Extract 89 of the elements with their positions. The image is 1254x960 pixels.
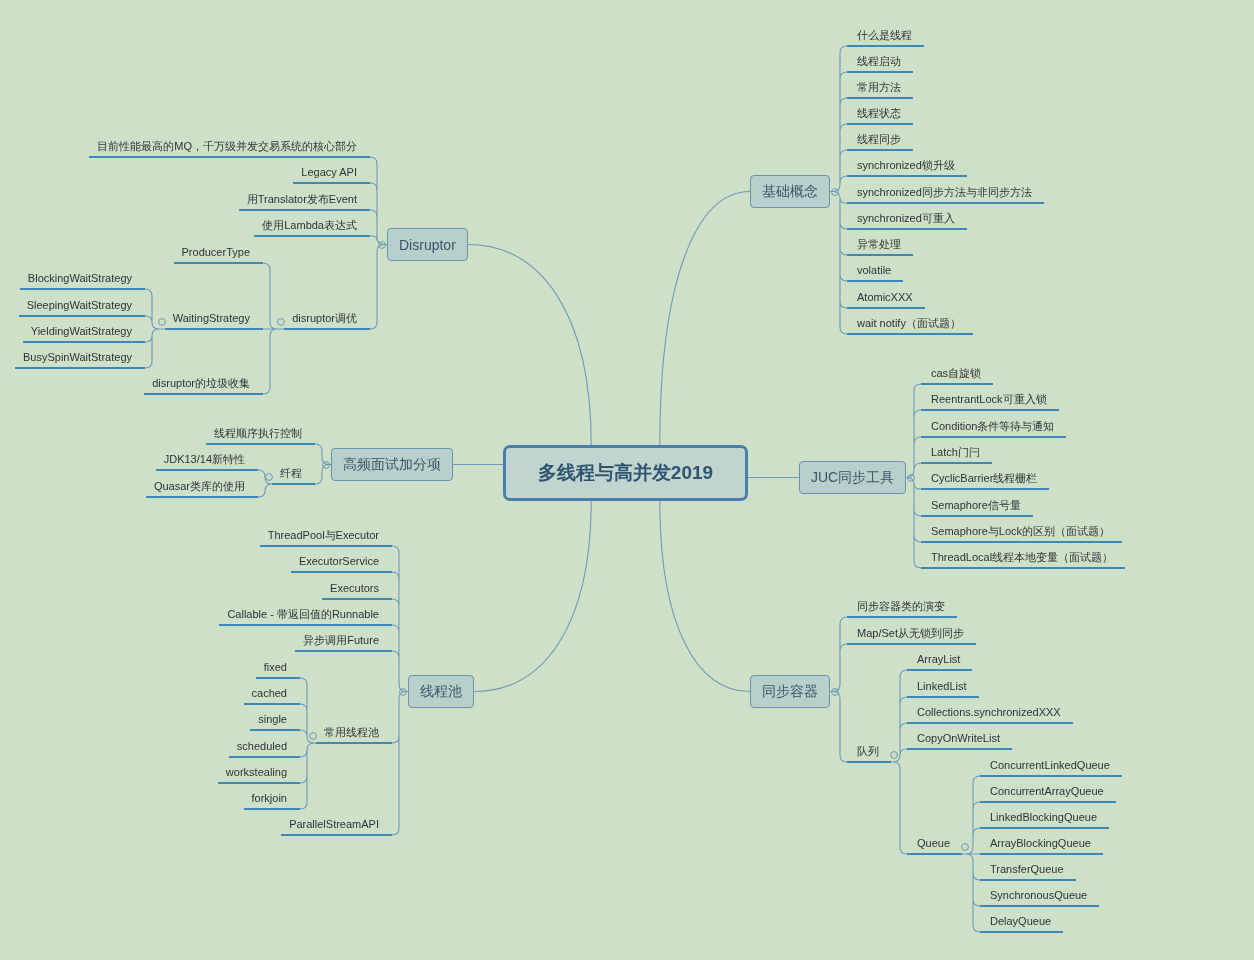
subtopic-text: 目前性能最高的MQ，千万级并发交易系统的核心部分 — [89, 139, 370, 158]
subtopic-text: 线程同步 — [847, 132, 913, 151]
subtopic-text: 异步调用Future — [295, 633, 392, 652]
subtopic-text: Executors — [322, 581, 392, 600]
subtopic-text: disruptor的垃圾收集 — [144, 376, 263, 395]
subtopic-text: ThreadLocal线程本地变量（面试题） — [921, 550, 1126, 569]
subtopic-text: 使用Lambda表达式 — [254, 218, 370, 237]
connector-line — [467, 243, 592, 446]
subtopic-text: 同步容器类的演变 — [847, 599, 957, 618]
connector-line — [262, 262, 285, 395]
connector-line — [659, 190, 751, 446]
subtopic-text: ThreadPool与Executor — [259, 528, 392, 547]
connector-line — [961, 775, 981, 933]
subtopic-text: workstealing — [217, 765, 300, 784]
subtopic-text: forkjoin — [243, 791, 300, 810]
subtopic-text: scheduled — [228, 739, 300, 758]
central-topic-box: 多线程与高并发2019 — [503, 445, 748, 501]
subtopic-text: 常用方法 — [847, 80, 913, 99]
subtopic-text: cached — [243, 686, 300, 705]
subtopic-text: fixed — [255, 660, 300, 679]
subtopic-text: volatile — [847, 263, 904, 282]
subtopic-text: Quasar类库的使用 — [145, 479, 258, 498]
subtopic-text: Map/Set从无锁到同步 — [847, 626, 976, 645]
subtopic-text: BusySpinWaitStrategy — [14, 350, 145, 369]
connector-line — [829, 616, 848, 763]
subtopic-text: CyclicBarrier线程栅栏 — [921, 471, 1050, 490]
subtopic-text: BlockingWaitStrategy — [19, 271, 145, 290]
connector-line — [659, 500, 751, 693]
connector-line — [299, 677, 317, 810]
subtopic-text: cas自旋锁 — [921, 366, 994, 385]
subtopic-text: synchronized同步方法与非同步方法 — [847, 185, 1044, 204]
connector-line — [369, 156, 388, 330]
subtopic-text: ConcurrentArrayQueue — [980, 784, 1116, 803]
subtopic-text: 异常处理 — [847, 237, 913, 256]
subtopic-text: TransferQueue — [980, 862, 1076, 881]
subtopic-text: LinkedBlockingQueue — [980, 810, 1110, 829]
subtopic-text: ReentrantLock可重入锁 — [921, 392, 1059, 411]
subtopic-text: 常用线程池 — [316, 725, 392, 744]
subtopic-text: ArrayBlockingQueue — [980, 836, 1103, 855]
subtopic-text: 队列 — [847, 744, 891, 763]
subtopic-text: CopyOnWriteList — [907, 731, 1012, 750]
connector-line — [452, 463, 504, 466]
subtopic-text: WaitingStrategy — [164, 311, 263, 330]
subtopic-text: Latch门闩 — [921, 445, 992, 464]
subtopic-text: synchronized锁升级 — [847, 158, 967, 177]
connector-line — [391, 545, 409, 836]
subtopic-text: Condition条件等待与通知 — [921, 419, 1067, 438]
subtopic-text: Legacy API — [293, 165, 370, 184]
subtopic-text: Collections.synchronizedXXX — [907, 705, 1073, 724]
connector-line — [829, 45, 848, 335]
subtopic-text: YieldingWaitStrategy — [22, 324, 145, 343]
subtopic-text: 纤程 — [272, 466, 315, 485]
subtopic-text: 线程顺序执行控制 — [206, 426, 315, 445]
connector-line — [890, 669, 908, 855]
subtopic-text: 用Translator发布Event — [238, 192, 370, 211]
subtopic-text: ExecutorService — [290, 554, 392, 573]
subtopic-text: LinkedList — [907, 679, 979, 698]
subtopic-text: DelayQueue — [980, 914, 1064, 933]
connector-line — [257, 469, 273, 498]
subtopic-text: ProducerType — [173, 245, 263, 264]
topic-box: Disruptor — [387, 228, 468, 261]
subtopic-text: 线程启动 — [847, 54, 913, 73]
connector-line — [473, 500, 592, 693]
subtopic-text: Semaphore与Lock的区别（面试题） — [921, 524, 1123, 543]
topic-box: JUC同步工具 — [799, 461, 907, 494]
subtopic-text: SynchronousQueue — [980, 888, 1100, 907]
subtopic-text: AtomicXXX — [847, 290, 925, 309]
subtopic-text: Semaphore信号量 — [921, 498, 1033, 517]
subtopic-text: ArrayList — [907, 652, 973, 671]
connector-line — [144, 288, 166, 369]
subtopic-text: wait notify（面试题） — [847, 316, 973, 335]
subtopic-text: 什么是线程 — [847, 28, 924, 47]
subtopic-text: single — [250, 712, 300, 731]
subtopic-text: SleepingWaitStrategy — [18, 298, 145, 317]
topic-box: 同步容器 — [750, 675, 830, 708]
subtopic-text: disruptor调优 — [284, 311, 370, 330]
subtopic-text: 线程状态 — [847, 106, 913, 125]
subtopic-text: ParallelStreamAPI — [281, 817, 392, 836]
subtopic-text: Callable - 带返回值的Runnable — [219, 607, 392, 626]
connector-line — [905, 383, 922, 569]
subtopic-text: ConcurrentLinkedQueue — [980, 758, 1122, 777]
topic-box: 高频面试加分项 — [331, 448, 453, 481]
topic-box: 线程池 — [408, 675, 474, 708]
subtopic-text: Queue — [907, 836, 963, 855]
topic-box: 基础概念 — [750, 175, 830, 208]
subtopic-text: synchronized可重入 — [847, 211, 967, 230]
connector-line — [314, 443, 332, 485]
subtopic-text: JDK13/14新特性 — [155, 452, 258, 471]
connector-line — [747, 476, 800, 479]
